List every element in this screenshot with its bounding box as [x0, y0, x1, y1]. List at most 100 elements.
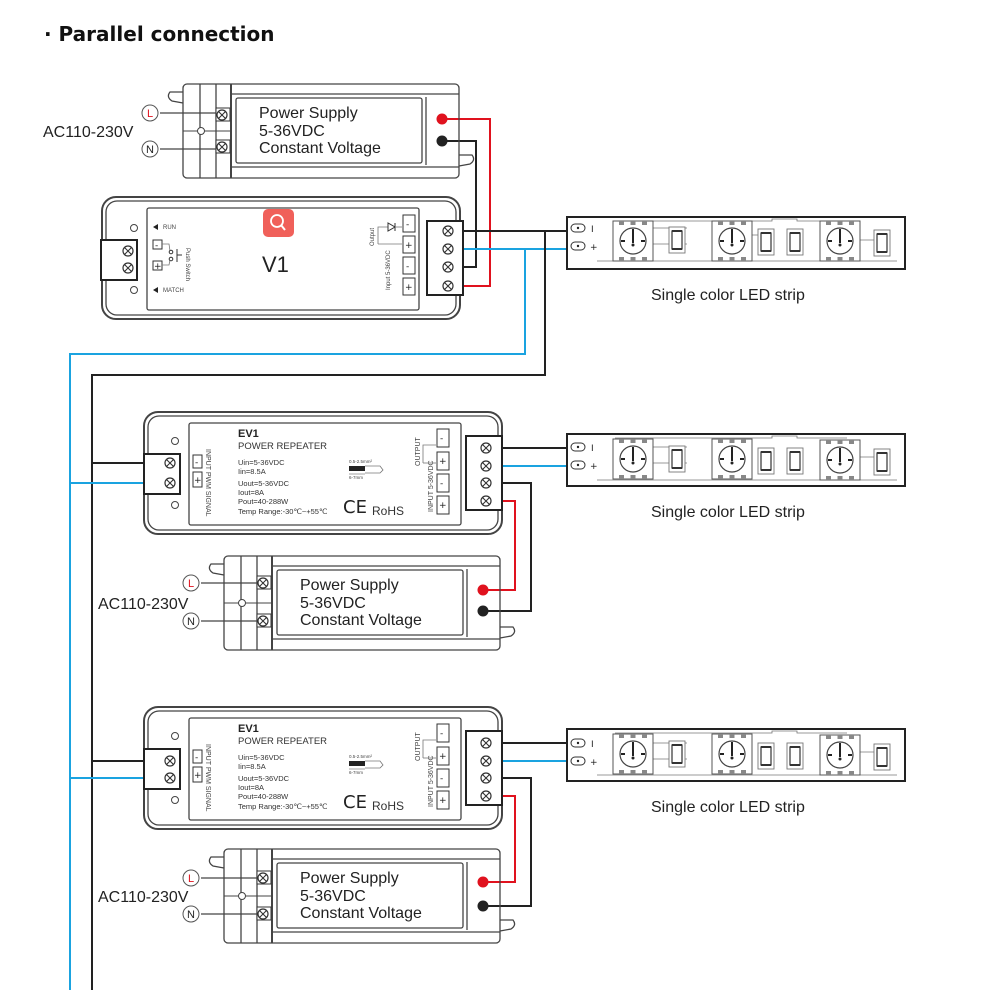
- ac-voltage-label: AC110-230V: [43, 124, 134, 141]
- repeater-subtitle: POWER REPEATER: [238, 736, 327, 747]
- svg-text:Iout=8A: Iout=8A: [238, 783, 264, 792]
- power-supply-3: L N AC110-230V Power Supply 5-36VDC Cons…: [98, 848, 516, 944]
- svg-text:-: -: [195, 458, 198, 468]
- wire-signal-negative-bus: [91, 231, 546, 990]
- spec-iout: Iout=8A: [238, 488, 264, 497]
- neutral-terminal-icon: [182, 905, 200, 923]
- svg-text:L: L: [188, 873, 194, 885]
- svg-text:+: +: [405, 241, 413, 251]
- svg-text:0.5-2.5mm²: 0.5-2.5mm²: [349, 459, 373, 464]
- controller-name: V1: [262, 252, 289, 277]
- power-supply-title: Power Supply: [300, 870, 399, 887]
- power-supply-2: L N AC110-230V Power Supply 5-36VDC Cons…: [98, 555, 516, 651]
- v1-controller: RUN MATCH - + Push Switch V1 Output Inpu…: [100, 196, 464, 320]
- svg-text:-: -: [155, 241, 158, 251]
- svg-text:6-7mm: 6-7mm: [349, 770, 363, 775]
- led-strip-1: I +: [566, 216, 906, 270]
- run-led-icon: [153, 224, 158, 230]
- svg-text:-: -: [440, 479, 443, 489]
- led-chip: [612, 220, 654, 262]
- strip-minus-label: I: [591, 225, 594, 235]
- ce-mark: CE: [343, 497, 367, 518]
- output-label: Output: [370, 228, 376, 246]
- strip-2-label: Single color LED strip: [651, 504, 805, 521]
- strip-3-label: Single color LED strip: [651, 799, 805, 816]
- diagram-title: · Parallel connection: [44, 22, 275, 46]
- resistor: [757, 228, 775, 256]
- push-switch-icon[interactable]: - +: [152, 239, 182, 272]
- svg-text:L: L: [188, 578, 194, 590]
- svg-text:OUTPUT: OUTPUT: [415, 732, 422, 762]
- input-pwm-signal-label: INPUT PWM SIGNAL: [204, 744, 211, 812]
- svg-text:+: +: [439, 457, 447, 467]
- spec-pout: Pout=40-288W: [238, 497, 289, 506]
- ce-mark: CE: [343, 792, 367, 813]
- wire-signal-positive-bus: [69, 249, 526, 990]
- live-terminal-icon: [182, 574, 200, 592]
- svg-text:Pout=40-288W: Pout=40-288W: [238, 792, 289, 801]
- resistor: [668, 226, 686, 254]
- live-label: L: [147, 108, 153, 120]
- svg-text:-: -: [406, 220, 409, 230]
- spec-uin: Uin=5-36VDC: [238, 458, 285, 467]
- repeater-name: EV1: [238, 428, 259, 440]
- resistor: [786, 228, 804, 256]
- live-terminal-icon: [141, 104, 159, 122]
- svg-text:+: +: [439, 752, 447, 762]
- power-supply-mode: Constant Voltage: [300, 905, 422, 922]
- svg-text:+: +: [194, 476, 202, 486]
- power-supply-mode: Constant Voltage: [300, 612, 422, 629]
- neutral-terminal-icon: [182, 612, 200, 630]
- wire-ps2-positive: [483, 500, 516, 591]
- svg-text:N: N: [187, 616, 195, 628]
- match-label: MATCH: [163, 288, 184, 294]
- wire-ps3-negative: [483, 777, 532, 907]
- input-label: Input 5-36VDC: [386, 250, 392, 290]
- led-chip: [711, 220, 753, 262]
- svg-text:+: +: [154, 262, 162, 272]
- ac-voltage-label: AC110-230V: [98, 596, 189, 613]
- push-switch-label: Push Switch: [184, 248, 190, 281]
- spec-uout: Uout=5-36VDC: [238, 479, 290, 488]
- search-icon[interactable]: [263, 209, 294, 237]
- match-led-icon: [153, 287, 158, 293]
- svg-text:-: -: [195, 753, 198, 763]
- svg-text:-: -: [440, 434, 443, 444]
- output-label: OUTPUT: [415, 437, 422, 467]
- input-pwm-signal-label: INPUT PWM SIGNAL: [204, 449, 211, 517]
- strip-plus-label: +: [590, 462, 598, 472]
- strip-1-label: Single color LED strip: [651, 287, 805, 304]
- ev1-repeater-1: - + INPUT PWM SIGNAL EV1 POWER REPEATER …: [143, 411, 503, 535]
- wire-strip-icon: 0.5-2.5mm² 6-7mm: [349, 754, 384, 775]
- svg-text:Iin=8.5A: Iin=8.5A: [238, 762, 266, 771]
- live-terminal-icon: [182, 869, 200, 887]
- spec-temp-range: Temp Range:-30℃~+55℃: [238, 507, 328, 516]
- svg-text:+: +: [194, 771, 202, 781]
- power-supply-mode: Constant Voltage: [259, 140, 381, 157]
- strip-minus-label: I: [591, 740, 594, 750]
- negative-output-terminal: [436, 135, 448, 147]
- svg-text:+: +: [439, 796, 447, 806]
- svg-text:0.5-2.5mm²: 0.5-2.5mm²: [349, 754, 373, 759]
- svg-text:+: +: [439, 501, 447, 511]
- svg-text:-: -: [406, 262, 409, 272]
- rohs-mark: RoHS: [372, 799, 404, 813]
- strip-plus-label: +: [590, 243, 598, 253]
- run-label: RUN: [163, 225, 176, 231]
- wire-ps1-positive: [442, 118, 491, 287]
- svg-text:INPUT 5-36VDC: INPUT 5-36VDC: [428, 755, 435, 807]
- svg-text:-: -: [440, 774, 443, 784]
- svg-text:Temp Range:-30℃~+55℃: Temp Range:-30℃~+55℃: [238, 802, 328, 811]
- led-chip: [819, 220, 861, 262]
- power-supply-title: Power Supply: [300, 577, 399, 594]
- repeater-name: EV1: [238, 723, 259, 735]
- ac-voltage-label: AC110-230V: [98, 889, 189, 906]
- input-power-label: INPUT 5-36VDC: [428, 460, 435, 512]
- resistor: [873, 229, 891, 257]
- svg-text:N: N: [187, 909, 195, 921]
- rohs-mark: RoHS: [372, 504, 404, 518]
- repeater-subtitle: POWER REPEATER: [238, 441, 327, 452]
- spec-iin: Iin=8.5A: [238, 467, 266, 476]
- svg-text:+: +: [405, 283, 413, 293]
